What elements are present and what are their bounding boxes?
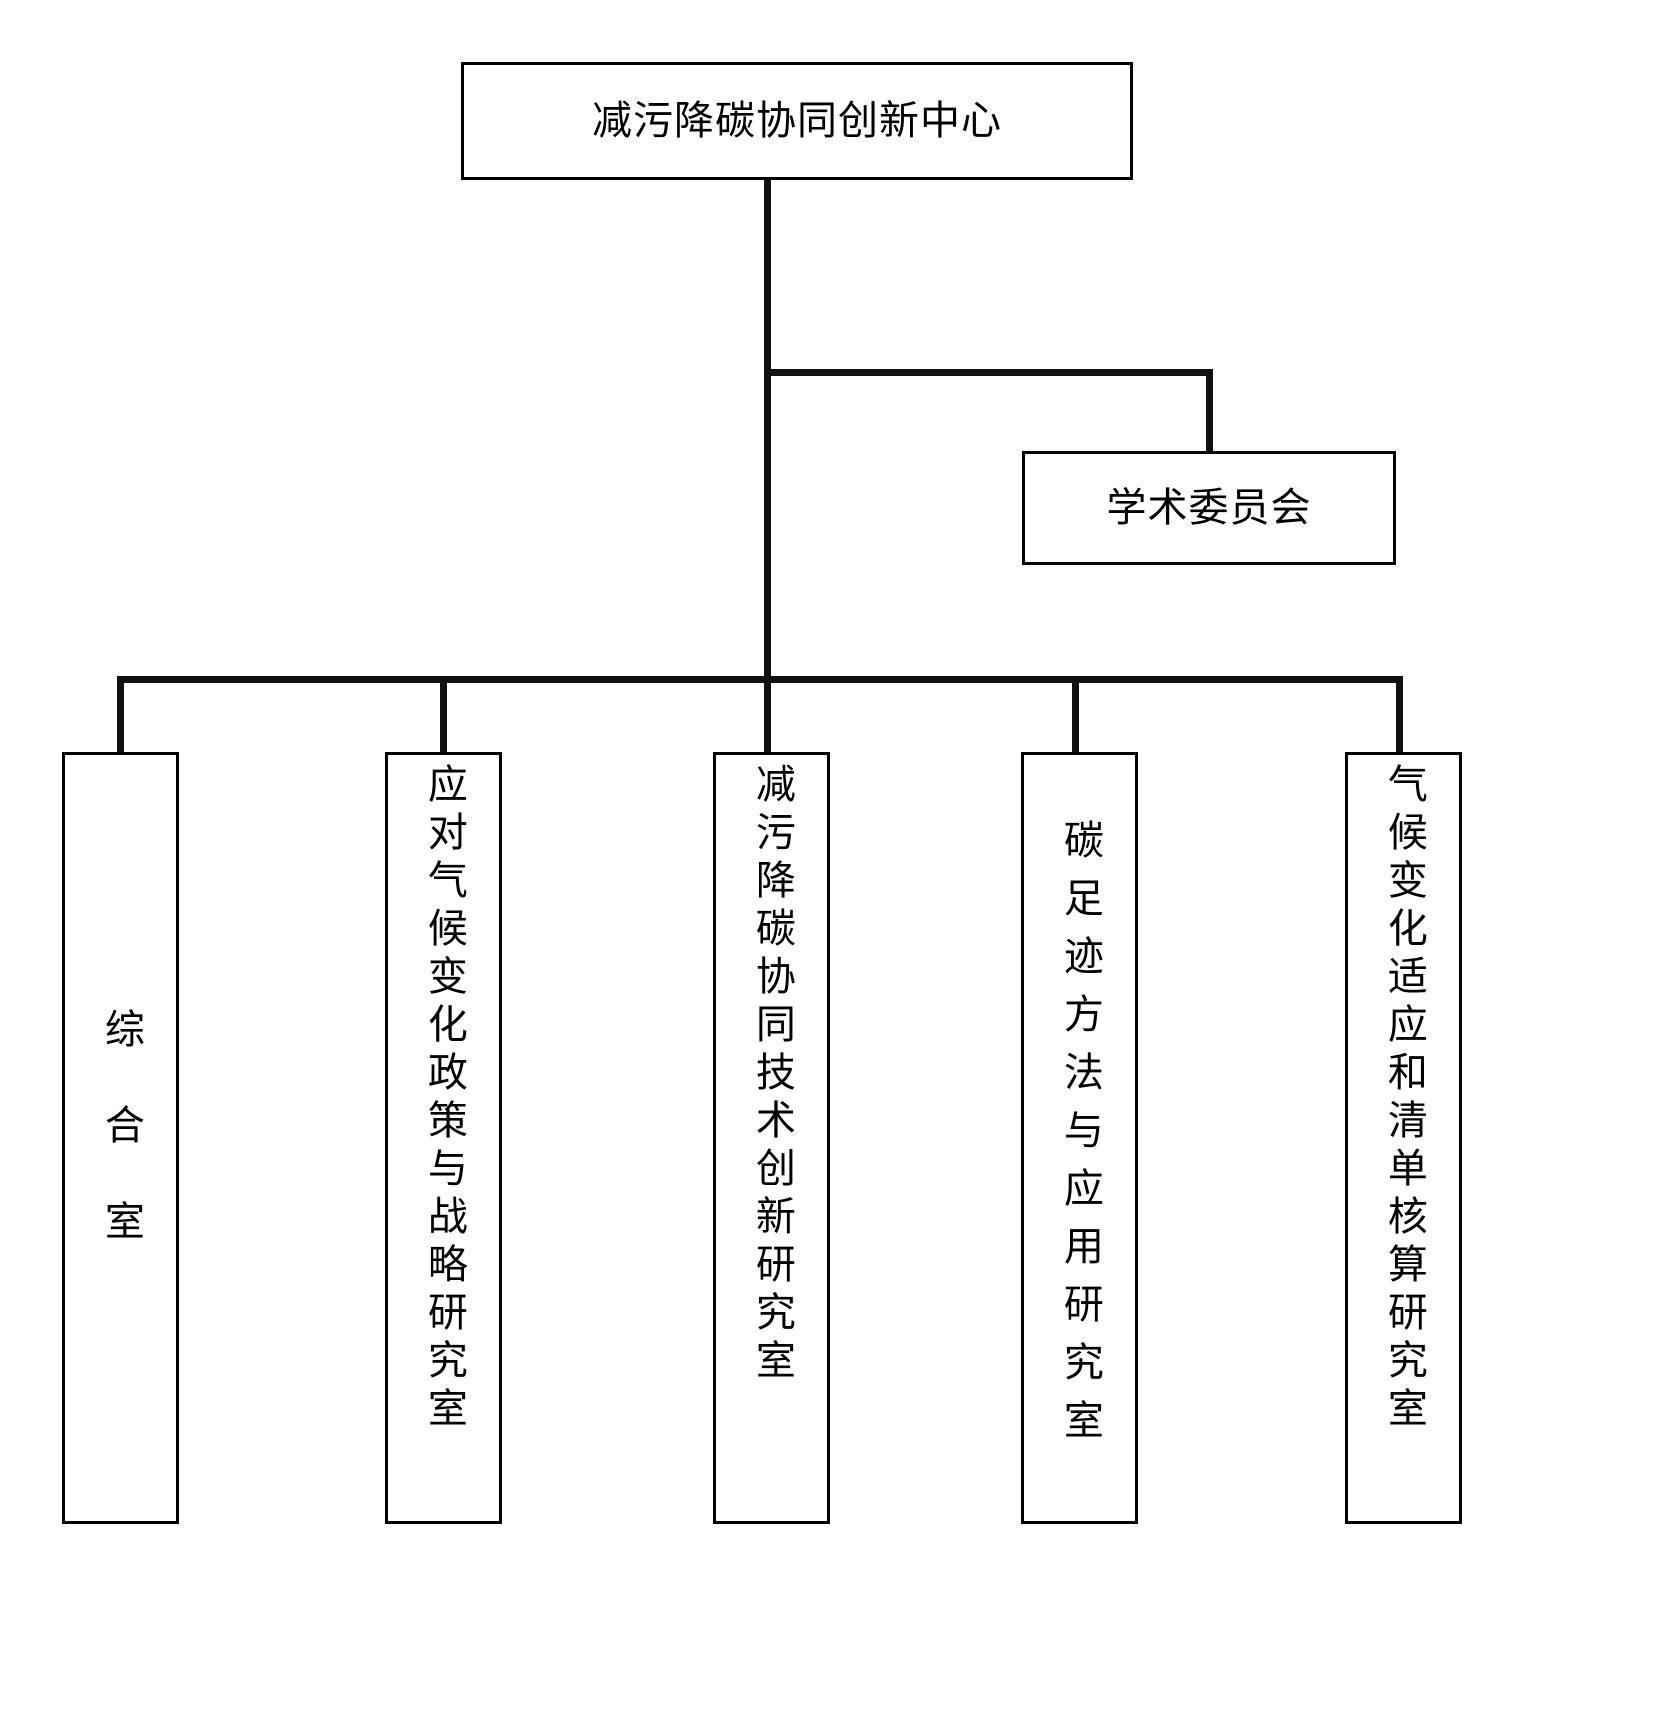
node-department-3-label: 碳足迹方法与应用研究室 [1057,819,1102,1457]
connector-trunk [764,369,771,679]
node-root-label: 减污降碳协同创新中心 [592,99,1002,143]
node-department-pollution-carbon-tech-innovation[interactable]: 减污降碳协同技术创新研究室 [713,752,830,1524]
node-department-4-label: 气候变化适应和清单核算研究室 [1381,763,1426,1435]
node-root-center[interactable]: 减污降碳协同创新中心 [461,62,1133,180]
connector-drop-department-0 [117,676,124,755]
connector-department-bus [117,676,1403,683]
connector-committee-drop [1206,369,1213,454]
node-department-climate-adaptation-inventory[interactable]: 气候变化适应和清单核算研究室 [1345,752,1462,1524]
connector-drop-department-2 [764,676,771,755]
node-department-climate-policy-strategy[interactable]: 应对气候变化政策与战略研究室 [385,752,502,1524]
node-department-general-office[interactable]: 综合室 [62,752,179,1524]
connector-committee-horizontal [764,369,1213,376]
connector-root-stem [764,180,771,372]
node-department-1-label: 应对气候变化政策与战略研究室 [421,763,466,1435]
connector-drop-department-3 [1072,676,1079,755]
node-academic-committee-label: 学术委员会 [1106,486,1312,530]
node-department-carbon-footprint-methods[interactable]: 碳足迹方法与应用研究室 [1021,752,1138,1524]
node-department-2-label: 减污降碳协同技术创新研究室 [749,763,794,1387]
node-academic-committee[interactable]: 学术委员会 [1022,451,1396,565]
node-department-0-label: 综合室 [98,1008,143,1296]
connector-drop-department-4 [1396,676,1403,755]
connector-drop-department-1 [440,676,447,755]
